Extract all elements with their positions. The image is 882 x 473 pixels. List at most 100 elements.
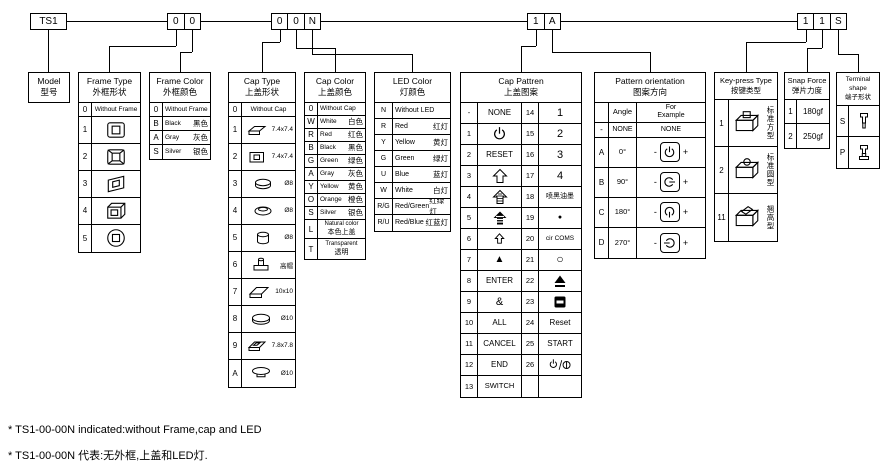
cap-color-row: R Red 红色 — [305, 128, 365, 142]
pattern-symbol: ENTER — [478, 270, 522, 291]
led-code-cell: N — [308, 16, 316, 27]
cap-pattern-header: Cap Pattren 上盖图案 — [461, 73, 581, 103]
connector-line — [552, 30, 553, 52]
color-name-cn: 银色 — [348, 208, 363, 218]
led-color-row: R Red 红灯 — [375, 118, 450, 135]
icon-cell — [242, 144, 272, 170]
row-code: U — [375, 166, 393, 182]
arrow-up-hatched-icon — [492, 189, 507, 204]
button-outline — [659, 232, 680, 253]
row-code: A — [595, 137, 609, 167]
table-title: Cap Color — [315, 76, 355, 86]
frame-type-row: 0 Without Frame — [79, 102, 140, 117]
icon-cell — [92, 144, 140, 170]
frame-type-code-cell: 0 — [168, 14, 185, 29]
size-note: Ø10 — [280, 315, 293, 323]
pattern-symbol: cir COMS — [539, 229, 581, 249]
pattern-symbol: SWITCH — [478, 375, 522, 397]
table-title: LED Color — [392, 76, 433, 86]
color-name-cn: 黑色 — [193, 118, 208, 128]
connector-line — [109, 46, 110, 72]
cap-type-table: Cap Type 上盖形状 0 Without Cap 1 7.4x7.4 2 … — [228, 72, 296, 388]
icon-cell — [92, 225, 140, 252]
cap-color-row: T Transparent 透明 — [305, 239, 365, 259]
connector-line — [180, 52, 192, 53]
led-name-en: Red/Blue — [395, 219, 424, 227]
pattern-symbol: 喷黑油墨 — [546, 193, 574, 201]
row-code: 6 — [229, 251, 242, 278]
size-note: Ø8 — [284, 234, 293, 242]
connector-line — [176, 30, 177, 46]
icon-cell — [729, 194, 765, 241]
black-square-icon — [554, 296, 566, 308]
color-name-en: Silver — [165, 148, 182, 156]
connector-line — [858, 54, 859, 72]
connector-line — [838, 54, 858, 55]
connector-line — [561, 21, 797, 22]
connector-line — [552, 52, 650, 53]
cap-code-box: 0 0 N — [271, 13, 321, 30]
frame-type-row: 2 — [79, 143, 140, 171]
led-name-en: Blue — [395, 170, 410, 178]
row-code: 2 — [461, 144, 478, 165]
frame-type-row: 4 — [79, 197, 140, 225]
row-code: 3 — [229, 170, 242, 197]
cap-pattern-row: 8 ENTER 22 — [461, 270, 581, 292]
color-name-stack: Natural color 本色上盖 — [318, 221, 365, 237]
color-name-en: Silver — [320, 209, 337, 217]
keypress-label: 翘高型 — [766, 205, 775, 231]
power-icon-rotated-180 — [665, 207, 675, 219]
row-code: 11 — [461, 333, 478, 354]
color-name-cn: 银色 — [193, 147, 208, 157]
row-code: 21 — [522, 249, 539, 270]
led-name-en: Red — [395, 122, 408, 130]
row-code: 0 — [229, 102, 242, 116]
orientation-row: A 0° - + — [595, 137, 705, 168]
cap-type-row: 2 7.4x7.4 — [229, 143, 295, 171]
row-code: 9 — [461, 291, 478, 312]
flat-square-cap-icon — [247, 125, 267, 135]
arrow-up-striped-icon — [492, 210, 507, 226]
color-name-cn: 橙色 — [348, 195, 363, 205]
icon-cell — [729, 147, 765, 193]
color-name-cn: 绿色 — [348, 156, 363, 166]
icon-cell — [242, 117, 272, 143]
row-code: 4 — [461, 186, 478, 207]
row-code: 7 — [229, 278, 242, 305]
connector-line — [807, 48, 822, 49]
color-name-cn: 白色 — [348, 117, 363, 127]
cap-color-table: Cap Color 上盖颜色 0 Without Cap W White 白色 … — [304, 72, 366, 260]
led-name-cn: 黄灯 — [433, 137, 448, 147]
square-frame-pattern-icon — [107, 149, 125, 165]
frame-color-table: Frame Color 外框颜色 0 Without Frame B Black… — [149, 72, 211, 160]
pattern-symbol: ● — [557, 214, 563, 222]
icon-cell — [849, 106, 879, 136]
connector-line — [335, 48, 336, 72]
row-code: 15 — [522, 123, 539, 144]
color-name-en: Without Frame — [165, 105, 208, 113]
row-code: - — [461, 102, 478, 123]
row-code: 22 — [522, 270, 539, 291]
led-color-table: LED Color 灯颜色 N Without LED R Red 红灯 Y Y… — [374, 72, 451, 232]
recessed-square-cap-icon — [249, 151, 264, 163]
table-subtitle: 上盖图案 — [503, 87, 538, 98]
color-name-en: Without Cap — [320, 105, 356, 113]
square-frame-icon — [107, 122, 125, 138]
cap-type-row: 1 7.4x7.4 — [229, 116, 295, 144]
orientation-row: B 90° - + — [595, 167, 705, 198]
keypress-label: 标准圆型 — [766, 153, 775, 188]
table-title: Frame Type — [86, 76, 133, 86]
color-name-en: Orange — [320, 196, 342, 204]
frame-type-table: Frame Type 外框形状 0 Without Frame 1 2 3 4 … — [78, 72, 141, 253]
row-code — [522, 375, 539, 397]
terminal-shape-table: Terminal shape 端子形状 S P — [836, 72, 880, 170]
row-code: Y — [305, 180, 318, 193]
pattern-orientation-table: Pattern orientation 图案方向 Angle For Examp… — [594, 72, 706, 259]
pattern-symbol — [539, 271, 581, 291]
power-icon-rotated-90 — [664, 177, 676, 188]
io-symbols-icon — [549, 358, 571, 371]
color-name-cn: 黄色 — [348, 182, 363, 192]
angle-value: 180° — [609, 197, 637, 227]
row-code: W — [305, 115, 318, 128]
row-code: R/U — [375, 214, 393, 231]
